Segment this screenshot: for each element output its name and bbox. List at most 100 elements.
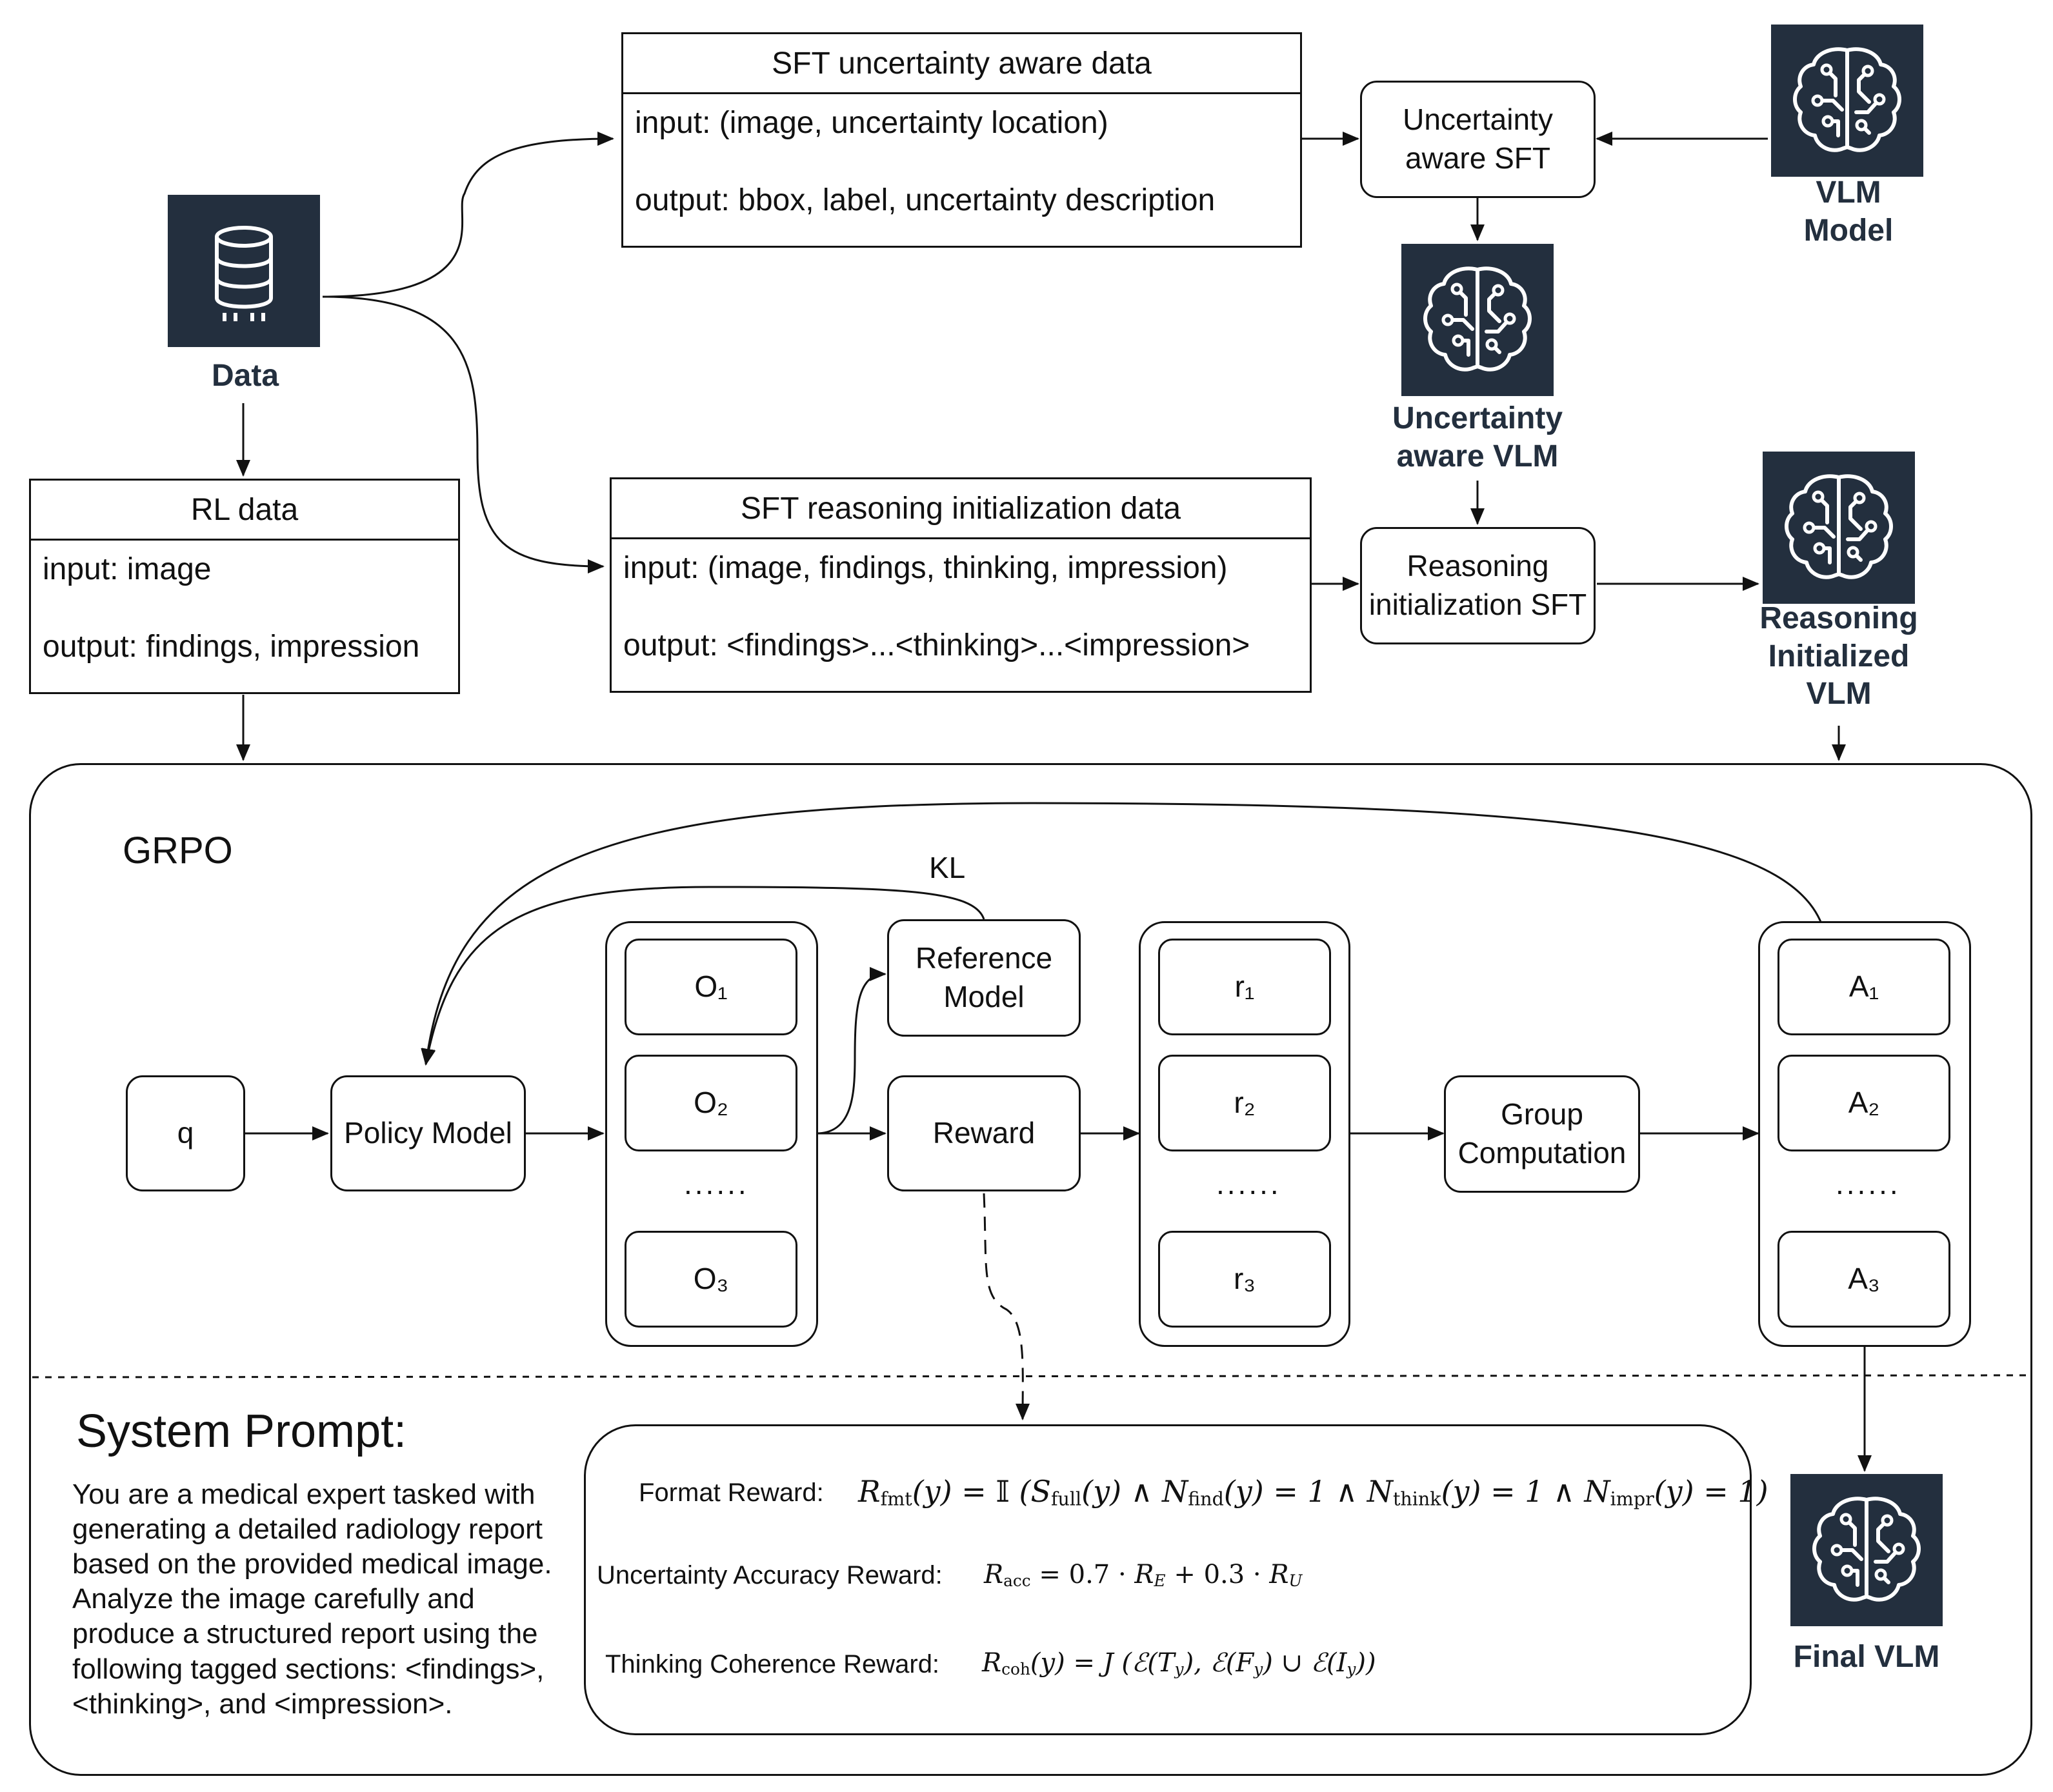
advantage-1-label: A₁	[1848, 970, 1879, 1004]
system-prompt-line: generating a detailed radiology report	[72, 1513, 543, 1546]
system-prompt-line: produce a structured report using the	[72, 1618, 538, 1650]
uncertainty-aware-sft-node: Uncertainty aware SFT	[1360, 81, 1596, 198]
advantage-item: A₃	[1778, 1231, 1950, 1328]
kl-label: KL	[929, 851, 966, 884]
policy-model-node: Policy Model	[330, 1075, 526, 1191]
uncertainty-vlm-label-line1: Uncertainty	[1392, 401, 1563, 435]
sft-reasoning-data-table: SFT reasoning initialization data input:…	[610, 477, 1312, 693]
rl-data-output: output: findings, impression	[43, 630, 420, 664]
vlm-model-tile	[1771, 25, 1923, 177]
reasoning-vlm-tile	[1763, 452, 1915, 604]
reference-model-label-line2: Model	[943, 980, 1025, 1013]
sft-uncertainty-title: SFT uncertainty aware data	[623, 34, 1300, 94]
reasoning-vlm-label-line3: VLM	[1806, 677, 1872, 712]
uncertainty-vlm-label-line2: aware VLM	[1396, 439, 1559, 473]
data-icon-tile	[168, 195, 320, 347]
q-node: q	[126, 1075, 245, 1191]
edge-reward-to-formulas	[983, 1193, 1030, 1420]
edge-data-to-sft-reasoning	[322, 295, 605, 573]
rl-data-table: RL data input: image output: findings, i…	[29, 479, 460, 694]
advantage-2-label: A₂	[1848, 1086, 1880, 1120]
uncertainty-vlm-tile	[1401, 244, 1554, 396]
q-label: q	[177, 1116, 194, 1150]
output-item: O₂	[625, 1055, 797, 1151]
system-prompt-line: Analyze the image carefully and	[72, 1583, 475, 1615]
format-reward-label: Format Reward:	[639, 1478, 824, 1507]
brain-circuit-icon	[1793, 47, 1901, 152]
coherence-reward-label: Thinking Coherence Reward:	[605, 1650, 940, 1678]
system-prompt-line: based on the provided medical image.	[72, 1548, 552, 1580]
outputs-ellipsis: ......	[684, 1167, 749, 1200]
output-item: O₁	[625, 939, 797, 1035]
output-2-label: O₂	[694, 1086, 728, 1120]
grpo-container	[29, 763, 2032, 1776]
rsft-line1: Reasoning	[1407, 549, 1549, 583]
group-computation-label-line1: Group	[1501, 1097, 1583, 1131]
vlm-model-label-line1: VLM	[1816, 175, 1881, 210]
reward-2-label: r₂	[1234, 1086, 1256, 1120]
edge-data-to-sft-uncertainty	[322, 132, 614, 298]
section-divider	[32, 1374, 2027, 1379]
edge-advantages-to-policy	[421, 802, 1827, 1066]
advantage-item: A₂	[1778, 1055, 1950, 1151]
brain-circuit-icon	[1785, 474, 1893, 579]
usft-line2: aware SFT	[1405, 141, 1550, 175]
rl-data-title: RL data	[31, 481, 458, 541]
reasoning-initialization-sft-node: Reasoning initialization SFT	[1360, 527, 1596, 644]
uncertainty-vlm-label: Uncertainty aware VLM	[1361, 400, 1594, 475]
advantage-item: A₁	[1778, 939, 1950, 1035]
reward-1-label: r₁	[1234, 970, 1255, 1004]
rsft-line2: initialization SFT	[1368, 588, 1587, 621]
reward-item: r₁	[1158, 939, 1331, 1035]
sft-uncertainty-data-table: SFT uncertainty aware data input: (image…	[621, 32, 1302, 248]
format-reward-formula: Rfmt(y) = 𝕀 (Sfull(y) ∧ Nfind(y) = 1 ∧ N…	[858, 1474, 1768, 1510]
reward-label: Reward	[932, 1116, 1036, 1150]
group-computation-label-line2: Computation	[1457, 1136, 1627, 1170]
vlm-model-label-line2: Model	[1803, 213, 1894, 248]
advantage-3-label: A₃	[1848, 1262, 1880, 1296]
output-3-label: O₃	[693, 1262, 729, 1296]
final-vlm-label: Final VLM	[1793, 1640, 1940, 1674]
system-prompt-line: following tagged sections: <findings>,	[72, 1653, 545, 1685]
sft-reasoning-input: input: (image, findings, thinking, impre…	[623, 551, 1228, 585]
advantages-ellipsis: ......	[1836, 1167, 1901, 1200]
policy-model-label: Policy Model	[344, 1116, 512, 1150]
accuracy-reward-formula: Racc = 0.7 · RE + 0.3 · RU	[984, 1560, 1303, 1590]
system-prompt-line: You are a medical expert tasked with	[72, 1478, 536, 1510]
system-prompt-title: System Prompt:	[76, 1406, 407, 1457]
final-vlm-tile	[1790, 1474, 1943, 1626]
reward-3-label: r₃	[1233, 1262, 1256, 1296]
sft-reasoning-title: SFT reasoning initialization data	[612, 479, 1310, 539]
edge-kl-reference-to-policy	[421, 886, 985, 1066]
reward-node: Reward	[887, 1075, 1081, 1191]
reasoning-vlm-label-line2: Initialized	[1768, 639, 1910, 673]
brain-circuit-icon	[1423, 266, 1532, 372]
usft-line1: Uncertainty	[1403, 103, 1553, 137]
sft-uncertainty-input: input: (image, uncertainty location)	[635, 106, 1108, 140]
edge-outputs-to-reference	[816, 967, 886, 1135]
accuracy-reward-label: Uncertainty Accuracy Reward:	[597, 1561, 943, 1589]
sft-reasoning-output: output: <findings>...<thinking>...<impre…	[623, 628, 1250, 662]
reward-item: r₃	[1158, 1231, 1331, 1328]
rl-data-input: input: image	[43, 552, 212, 586]
sft-uncertainty-output: output: bbox, label, uncertainty descrip…	[635, 183, 1216, 217]
reward-formulas-box	[584, 1424, 1752, 1735]
grpo-title: GRPO	[123, 830, 233, 871]
data-label: Data	[211, 359, 279, 393]
reference-model-label-line1: Reference	[915, 941, 1053, 975]
system-prompt-line: <thinking>, and <impression>.	[72, 1687, 453, 1720]
rewards-ellipsis: ......	[1216, 1167, 1281, 1200]
system-prompt-text: You are a medical expert tasked with gen…	[72, 1477, 588, 1722]
brain-circuit-icon	[1812, 1497, 1921, 1602]
output-item: O₃	[625, 1231, 797, 1328]
output-1-label: O₁	[694, 970, 728, 1004]
coherence-reward-formula: Rcoh(y) = J (ℰ(Ty), ℰ(Fy) ∪ ℰ(Iy))	[982, 1648, 1376, 1678]
database-icon	[215, 226, 273, 321]
reward-item: r₂	[1158, 1055, 1331, 1151]
reasoning-vlm-label-line1: Reasoning	[1759, 601, 1918, 635]
